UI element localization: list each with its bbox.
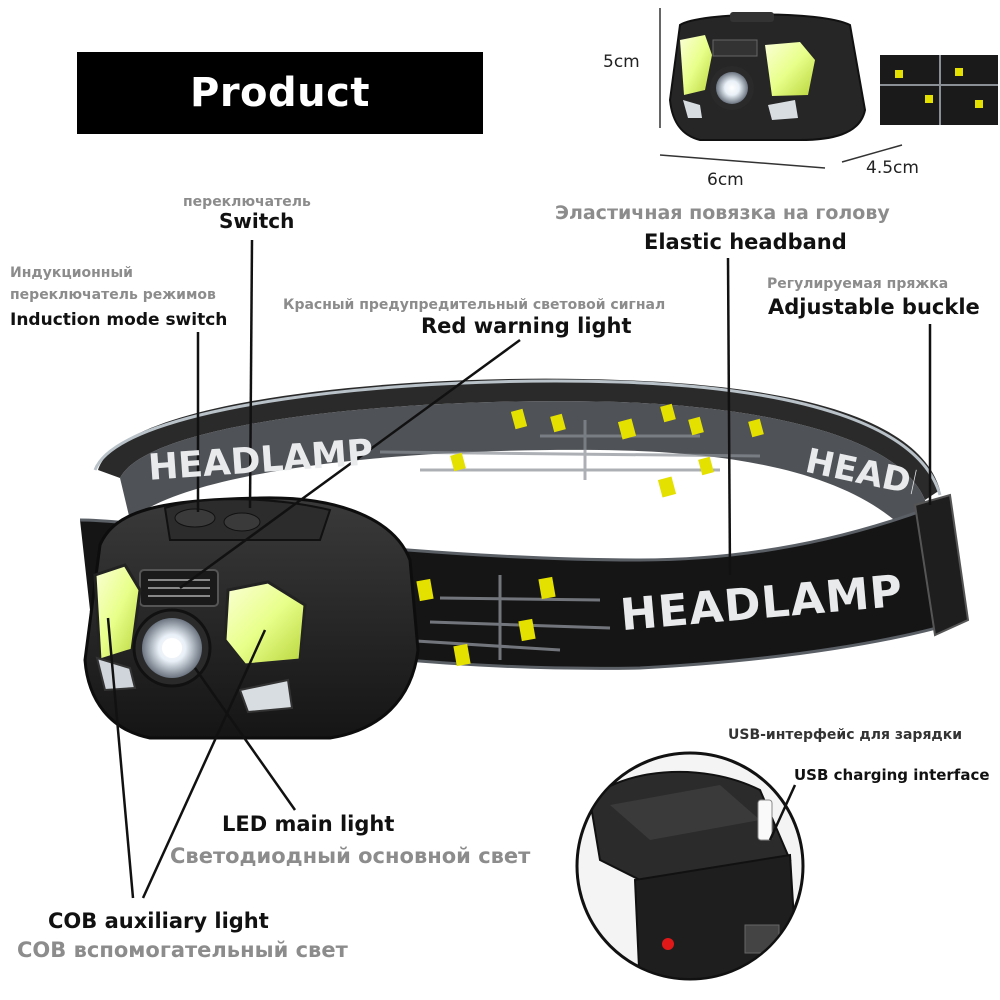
dimension-width: 6cm: [707, 170, 744, 190]
headband-label-en: Elastic headband: [644, 230, 847, 254]
switch-label-ru: переключатель: [183, 194, 311, 210]
led-main-label-ru: Светодиодный основной свет: [170, 844, 531, 868]
switch-label-en: Switch: [219, 209, 295, 233]
dimension-depth: 4.5cm: [866, 158, 919, 178]
red-warning-label-en: Red warning light: [421, 314, 632, 338]
red-warning-label-ru: Красный предупредительный световой сигна…: [283, 297, 666, 313]
usb-label-en: USB charging interface: [794, 766, 990, 784]
induction-label-ru-1: Индукционный: [10, 265, 133, 281]
buckle-label-en: Adjustable buckle: [768, 295, 980, 319]
buckle-label-ru: Регулируемая пряжка: [767, 276, 949, 292]
leader-lines: [106, 239, 932, 899]
induction-label-en: Induction mode switch: [10, 310, 228, 330]
cob-label-en: COB auxiliary light: [48, 909, 269, 933]
headband-label-ru: Эластичная повязка на голову: [555, 202, 890, 224]
usb-label-ru: USB-интерфейс для зарядки: [728, 727, 963, 743]
led-main-label-en: LED main light: [222, 812, 395, 836]
cob-label-ru: COB вспомогательный свет: [17, 938, 348, 962]
dimension-height: 5cm: [603, 52, 640, 72]
headlamp-body-graphic: [83, 496, 420, 740]
usb-port-inset: [575, 751, 805, 981]
induction-label-ru-2: переключатель режимов: [10, 287, 216, 303]
page-title: Product Structure: [77, 52, 483, 198]
product-size-image: [659, 8, 998, 169]
buckle-graphic: [913, 493, 970, 637]
